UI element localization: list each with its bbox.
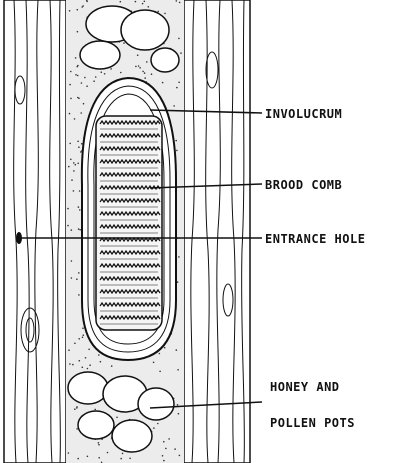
honey-pollen-pots <box>67 371 175 453</box>
brood-comb <box>95 115 163 331</box>
leader-lines <box>19 109 263 409</box>
tree-trunk <box>3 0 251 463</box>
label-involucrum: INVOLUCRUM <box>265 107 342 121</box>
leader-involucrum <box>149 109 263 114</box>
leader-brood-comb <box>149 183 263 189</box>
upper-pots <box>79 5 180 73</box>
left-wood-wall <box>3 0 67 463</box>
label-honey-and: HONEY AND <box>270 380 340 394</box>
label-pollen-pots: POLLEN POTS <box>270 416 355 430</box>
right-wood-wall <box>183 0 251 463</box>
label-brood-comb: BROOD COMB <box>265 178 342 192</box>
leader-honey-pollen <box>149 401 263 409</box>
label-entrance-hole: ENTRANCE HOLE <box>265 232 365 246</box>
